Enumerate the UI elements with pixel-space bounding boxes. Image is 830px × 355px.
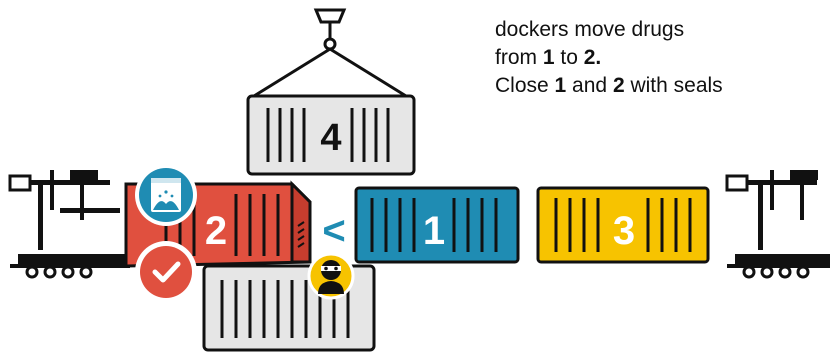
crane-container: 4 [246, 94, 416, 176]
container-blue: 1 [354, 186, 520, 264]
caption-line-3: Close 1 and 2 with seals [495, 74, 723, 97]
container-label-1: 1 [423, 209, 445, 253]
checkmark-icon [135, 241, 197, 303]
container-label-3: 3 [613, 209, 635, 253]
drugs-bag-icon [135, 164, 197, 226]
thief-icon [307, 252, 355, 300]
container-label-4: 4 [320, 117, 341, 159]
left-vehicle-icon [8, 170, 130, 279]
container-label-2: 2 [205, 209, 227, 253]
caption-line-2: from 1 to 2. [495, 46, 602, 69]
crane-hook-icon [253, 8, 407, 98]
transfer-arrow: < [322, 209, 345, 253]
caption-line-1: dockers move drugs [495, 18, 685, 41]
caption: dockers move drugs from 1 to 2. Close 1 … [495, 16, 825, 100]
container-yellow: 3 [536, 186, 710, 264]
right-vehicle-icon [725, 170, 830, 279]
